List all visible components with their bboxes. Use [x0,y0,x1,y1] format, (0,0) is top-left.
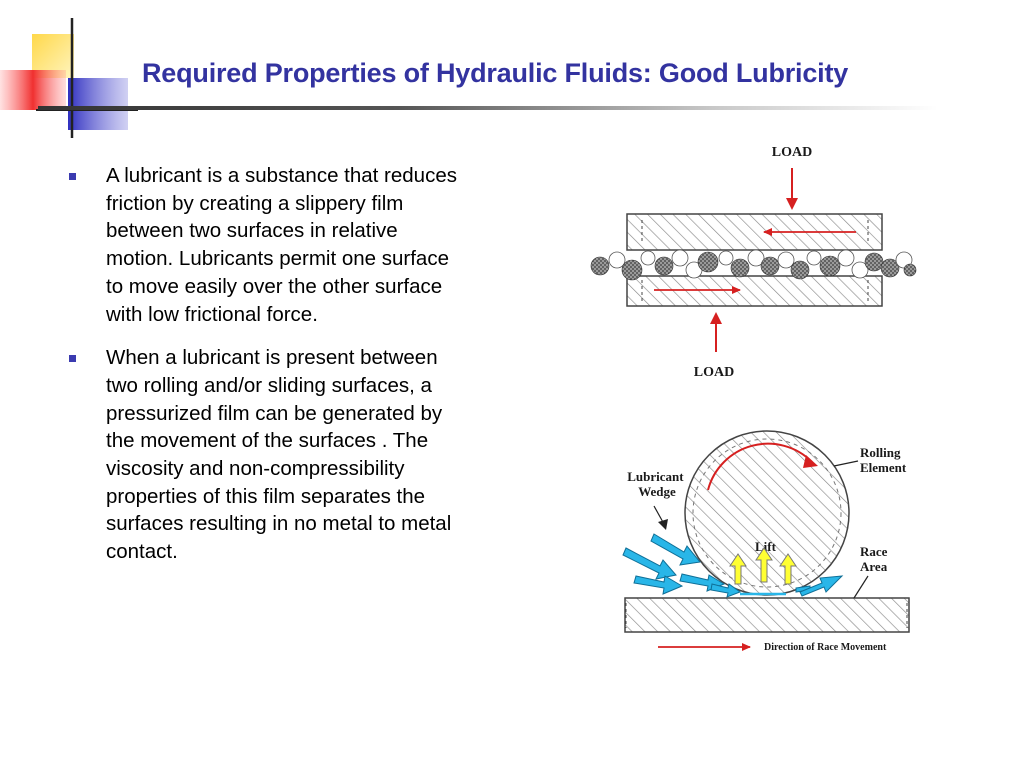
bullet-square-icon [69,173,76,180]
bullet-square-icon [69,355,76,363]
rolling-element-diagram: Rolling Element Lubricant Wedge Lift Rac… [622,430,910,653]
rotation-arrowhead [803,455,818,468]
bullet-text: When a lubricant is present between two … [106,346,452,564]
title-underline [38,106,938,110]
bullet-list: A lubricant is a substance that reduces … [66,162,466,582]
load-down-arrowhead [786,198,798,210]
lift-arrows [729,547,797,585]
race-area-label: Race Area [860,544,891,574]
load-top-label: LOAD [772,145,812,160]
rotation-arrow [707,442,813,491]
slide-title: Required Properties of Hydraulic Fluids:… [142,58,849,88]
rolling-element-label: Rolling Element [860,445,907,475]
lubricant-particles [590,249,917,281]
bullet-text: A lubricant is a substance that reduces … [106,164,457,326]
sliding-film-diagram: LOAD [590,145,917,380]
bullet-item: When a lubricant is present between two … [66,344,466,566]
slide-logo-decoration [0,18,138,138]
bullet-item: A lubricant is a substance that reduces … [66,162,466,328]
load-up-arrowhead [710,312,722,324]
race-surface [624,597,910,633]
lift-label: Lift [755,539,777,554]
direction-label: Direction of Race Movement [764,642,887,653]
load-bottom-label: LOAD [694,365,734,380]
lubricant-flow-arrows [622,533,844,598]
lubricant-wedge-label: Lubricant Wedge [627,469,687,499]
lower-plate [626,275,883,307]
